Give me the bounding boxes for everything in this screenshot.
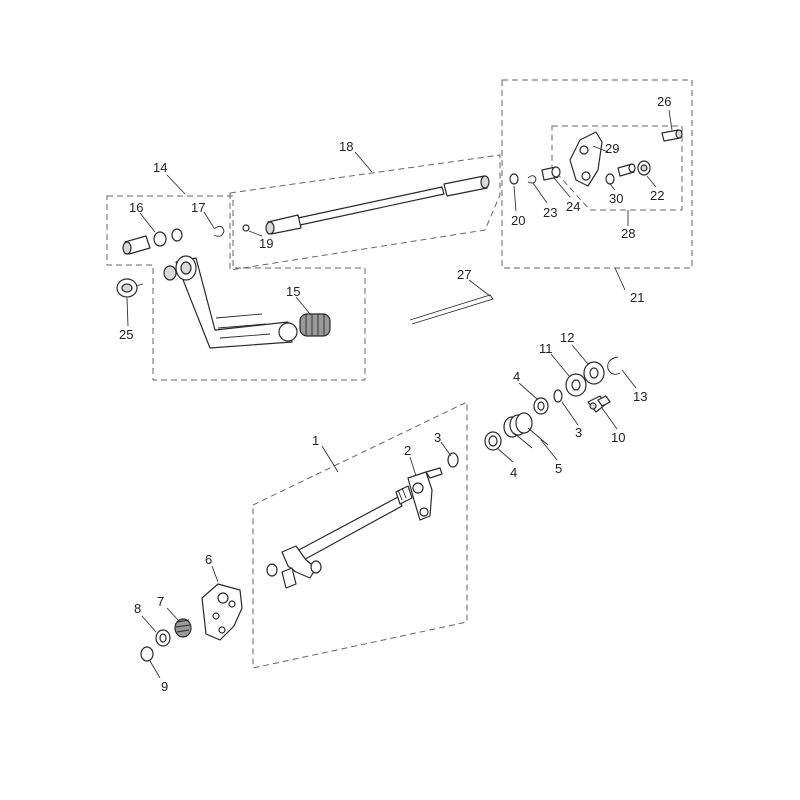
callout-3: 3 — [575, 425, 582, 440]
bolt-26-part — [661, 129, 683, 142]
callout-8: 8 — [134, 601, 141, 616]
callout-1: 1 — [312, 433, 319, 448]
callout-2: 2 — [404, 443, 411, 458]
callout-3: 3 — [434, 430, 441, 445]
circlip-13-part — [607, 356, 621, 375]
plate-6-part — [201, 583, 243, 641]
callout-27: 27 — [457, 267, 471, 282]
callout-5: 5 — [555, 461, 562, 476]
callout-25: 25 — [119, 327, 133, 342]
washer-30-part — [605, 173, 615, 185]
washer-4-lower-part — [484, 431, 502, 451]
selector-arm-2-part — [407, 467, 443, 521]
washer-8-part — [155, 629, 171, 647]
callout-labels: 1 2 3 3 4 4 5 6 7 8 9 10 11 12 13 14 15 … — [119, 94, 671, 694]
callout-14: 14 — [153, 160, 167, 175]
cap-25-part — [116, 278, 144, 298]
washer-12-part — [583, 361, 605, 385]
group-box-28 — [551, 125, 683, 211]
callout-30: 30 — [609, 191, 623, 206]
callout-28: 28 — [621, 226, 635, 241]
clip-23-part — [527, 175, 537, 184]
callout-9: 9 — [161, 679, 168, 694]
group-box-21 — [501, 79, 693, 269]
leader-lines — [126, 109, 673, 679]
callout-24: 24 — [566, 199, 580, 214]
callout-4: 4 — [513, 369, 520, 384]
washer-4-upper-part — [533, 397, 549, 415]
pivot-bolt-part — [122, 235, 151, 255]
spring-7-part — [174, 618, 192, 638]
circlip-9-part — [140, 646, 154, 662]
circlip-3-part — [447, 452, 459, 468]
callout-19: 19 — [259, 236, 273, 251]
callout-11: 11 — [539, 341, 553, 356]
callout-22: 22 — [650, 188, 664, 203]
rubber-peg-part — [299, 313, 331, 337]
stud-10-part — [587, 395, 611, 413]
callout-26: 26 — [657, 94, 671, 109]
group-box-1 — [252, 401, 468, 669]
washer-11-part — [565, 373, 587, 397]
callout-17: 17 — [191, 200, 205, 215]
group-box-18 — [229, 154, 501, 271]
nut-22-part — [637, 160, 651, 176]
callout-4: 4 — [510, 465, 517, 480]
link-rod-part — [242, 175, 490, 235]
bracket-28-part — [569, 131, 603, 187]
shift-pedal-part — [175, 255, 298, 349]
clip-17-part — [213, 226, 225, 237]
spring-5-part — [503, 412, 549, 449]
washer-20-part — [509, 173, 519, 185]
selector-shaft-part — [266, 485, 413, 589]
nut-part — [153, 228, 183, 281]
callout-21: 21 — [630, 290, 644, 305]
bolt-29-part — [617, 163, 636, 177]
callout-23: 23 — [543, 205, 557, 220]
callout-6: 6 — [205, 552, 212, 567]
callout-18: 18 — [339, 139, 353, 154]
spacer-24-part — [541, 166, 561, 181]
callout-20: 20 — [511, 213, 525, 228]
group-box-14 — [106, 195, 366, 381]
callout-15: 15 — [286, 284, 300, 299]
wire-27-part — [409, 294, 494, 325]
callout-16: 16 — [129, 200, 143, 215]
callout-29: 29 — [605, 141, 619, 156]
callout-12: 12 — [560, 330, 574, 345]
callout-13: 13 — [633, 389, 647, 404]
callout-10: 10 — [611, 430, 625, 445]
callout-7: 7 — [157, 594, 164, 609]
circlip-3-right-part — [553, 389, 563, 403]
